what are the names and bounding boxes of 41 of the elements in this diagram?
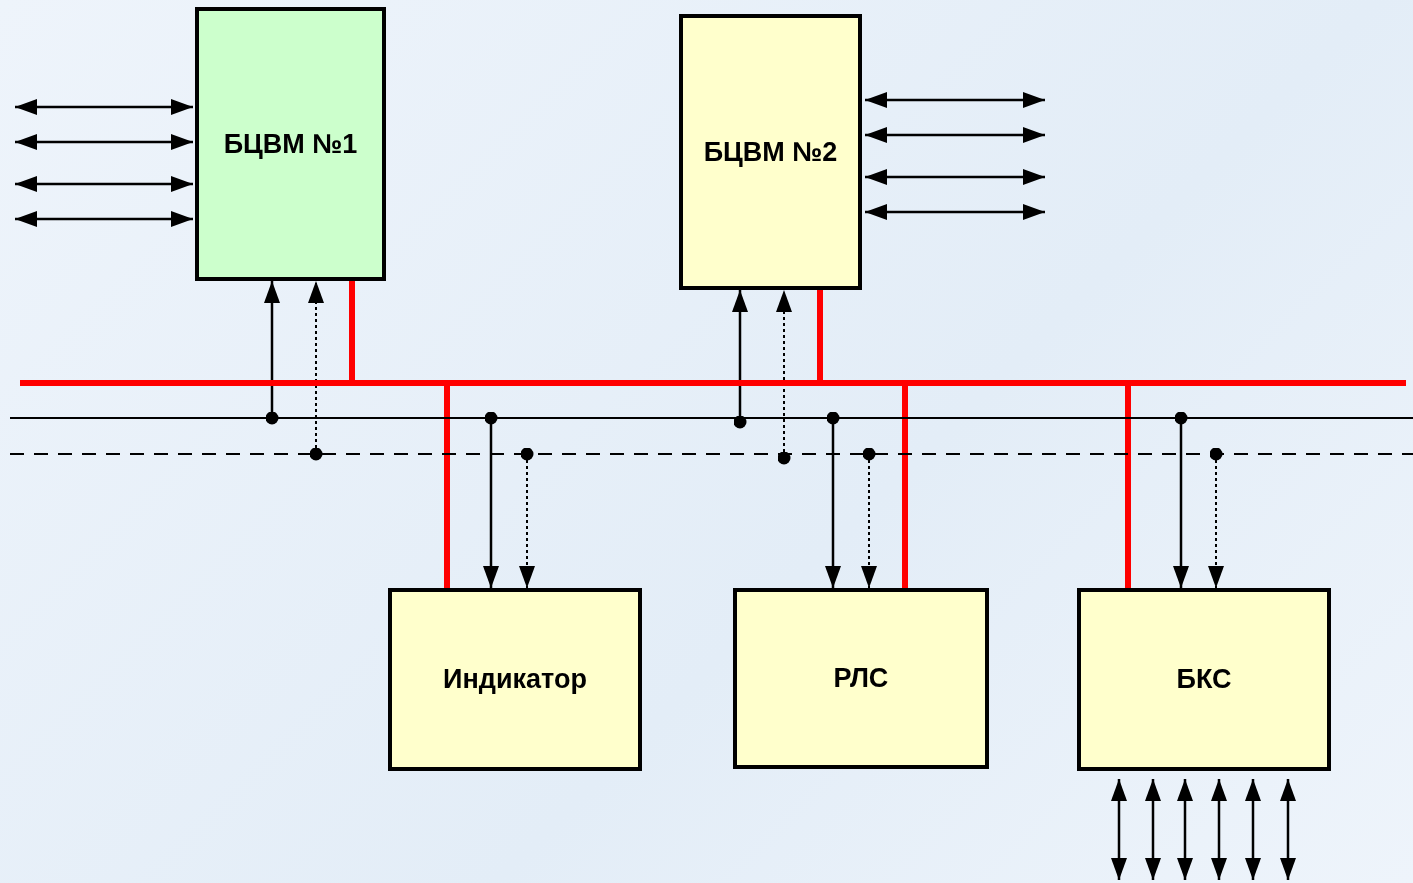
block-box xyxy=(195,7,386,281)
bus-connector xyxy=(902,383,908,588)
bus-connector xyxy=(349,281,355,383)
arrow xyxy=(1280,779,1296,880)
arrow xyxy=(15,99,193,115)
arrow xyxy=(865,92,1045,108)
bus-connector xyxy=(1125,383,1131,588)
bus-connector xyxy=(444,383,450,588)
arrow xyxy=(1245,779,1261,880)
block-label: БЦВМ №1 xyxy=(223,128,358,160)
bus-connector xyxy=(817,290,823,383)
arrow xyxy=(861,447,877,589)
arrow xyxy=(264,281,280,425)
block-label: БЦВМ №2 xyxy=(703,136,838,168)
block-box xyxy=(1077,588,1331,771)
arrow xyxy=(1177,779,1193,880)
arrow xyxy=(865,127,1045,143)
block-box xyxy=(388,588,642,771)
arrow xyxy=(1173,411,1189,588)
arrow xyxy=(1208,447,1224,589)
arrow xyxy=(1111,779,1127,880)
arrow xyxy=(483,411,499,588)
block-box xyxy=(679,14,862,290)
arrow xyxy=(308,280,324,461)
arrow xyxy=(15,134,193,150)
arrow xyxy=(15,211,193,227)
arrow xyxy=(1145,779,1161,880)
arrow xyxy=(865,204,1045,220)
arrow xyxy=(732,290,748,429)
arrow xyxy=(519,447,535,589)
arrow xyxy=(776,289,792,465)
arrow xyxy=(15,176,193,192)
arrow xyxy=(865,169,1045,185)
bus-line xyxy=(10,417,1413,419)
block-label: РЛС xyxy=(833,663,889,694)
block-label: Индикатор xyxy=(443,664,587,695)
bus-line xyxy=(10,453,1413,455)
block-label: БКС xyxy=(1176,664,1232,695)
arrow xyxy=(1211,779,1227,880)
block-box xyxy=(733,588,989,769)
arrow xyxy=(825,411,841,588)
